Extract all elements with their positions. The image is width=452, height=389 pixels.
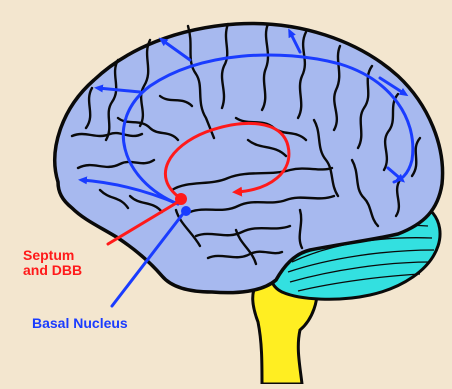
septum-label-line2: and DBB: [23, 263, 82, 278]
basal-nucleus-dot: [181, 206, 191, 216]
basal-nucleus-label: Basal Nucleus: [32, 316, 128, 331]
septum-dbb-dot: [175, 193, 187, 205]
septum-dbb-label: Septum and DBB: [23, 248, 82, 278]
septum-label-line1: Septum: [23, 248, 82, 263]
